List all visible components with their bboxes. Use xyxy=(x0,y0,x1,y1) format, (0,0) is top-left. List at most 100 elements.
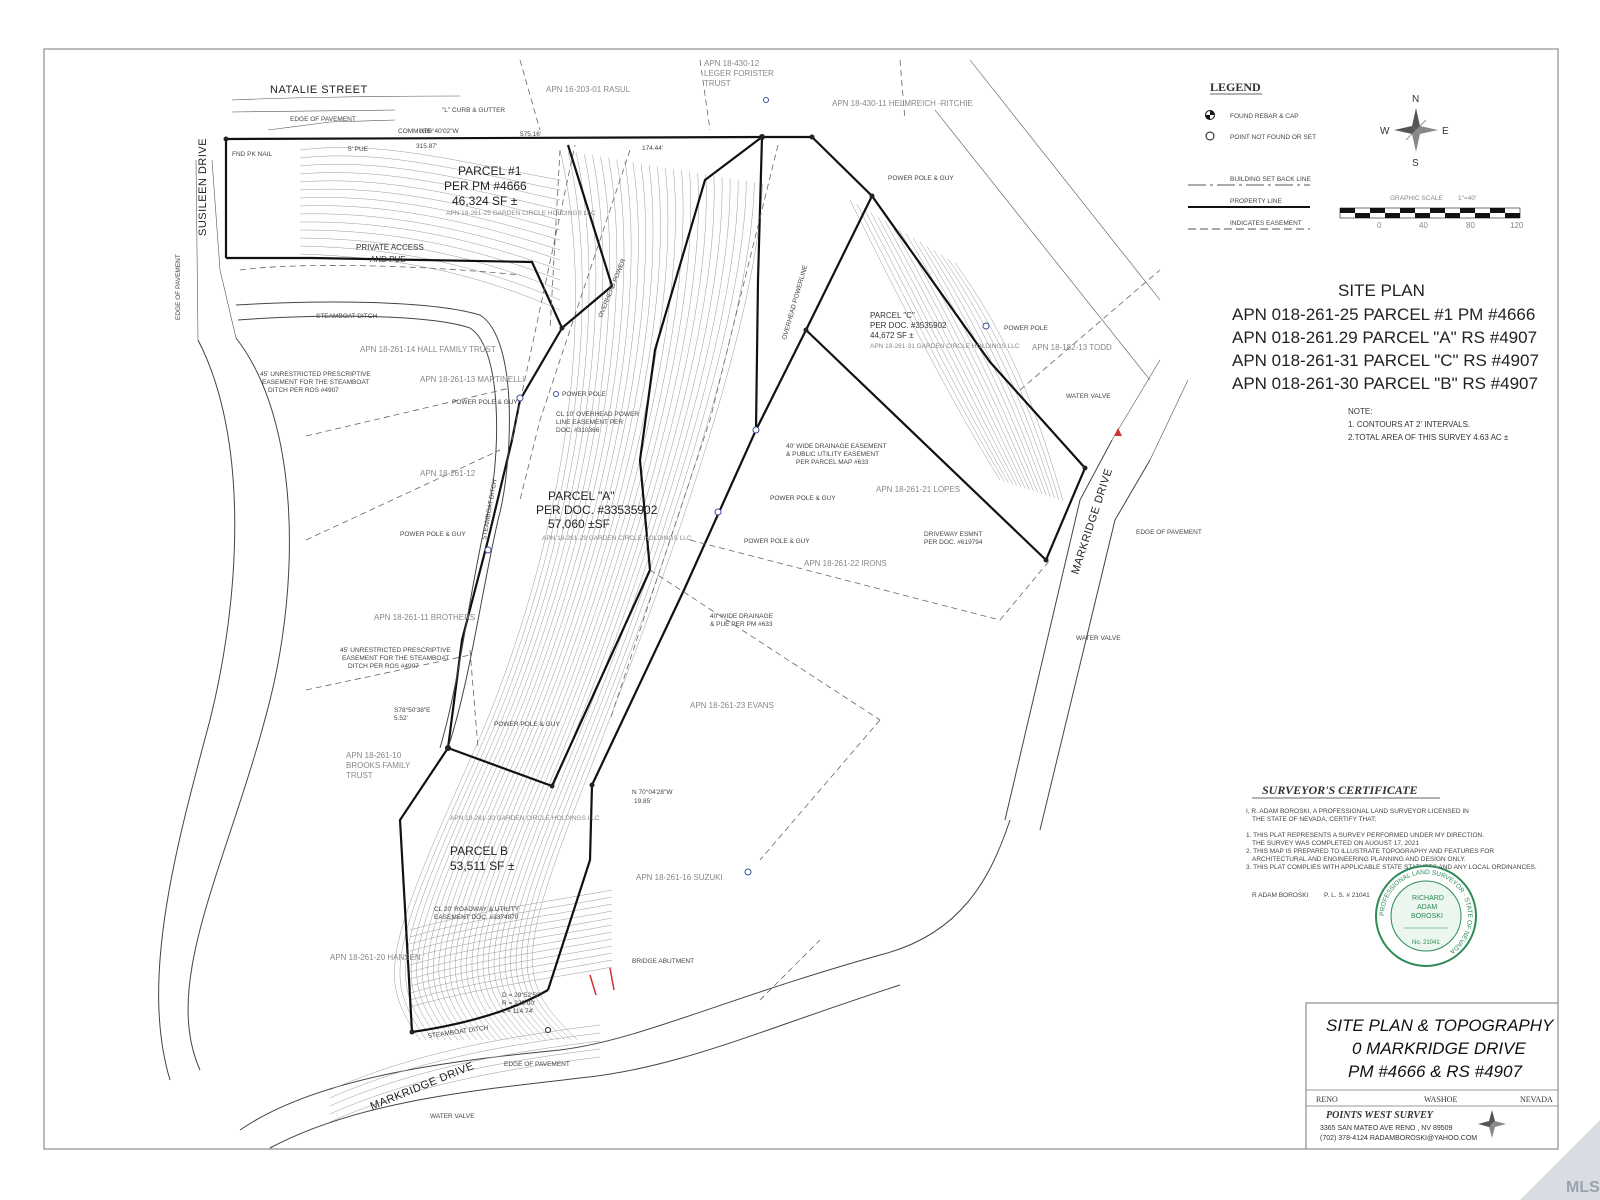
note-driveway-2: PER DOC. #619794 xyxy=(924,539,983,546)
roads xyxy=(158,59,1189,1149)
scale-title: GRAPHIC SCALE xyxy=(1390,195,1443,202)
parcel-a-name: PARCEL "A" xyxy=(548,489,615,503)
note-edge-bottom: EDGE OF PAVEMENT xyxy=(504,1061,570,1068)
site-plan-title: SITE PLAN APN 018-261-25 PARCEL #1 PM #4… xyxy=(1232,281,1539,442)
note-and-pue: AND PUE xyxy=(370,255,406,264)
scale-tick-40: 40 xyxy=(1419,221,1428,230)
parcel-b-name: PARCEL B xyxy=(450,844,508,858)
note-pole-guy-5: POWER POLE & GUY xyxy=(744,538,810,545)
note-pole-1: POWER POLE xyxy=(562,391,606,398)
title-address: 3365 SAN MATEO AVE RENO , NV 89509 xyxy=(1320,1125,1453,1132)
title-company: POINTS WEST SURVEY xyxy=(1326,1110,1434,1121)
note-drainage1-2: & PUBLIC UTILITY EASEMENT xyxy=(786,451,879,458)
note-overhead-3: DOC. #310366 xyxy=(556,427,600,434)
note-roadway-1: CL 20' ROADWAY & UTILITY xyxy=(434,906,520,913)
dim-top-bearing: N89°40'02"W xyxy=(420,127,460,135)
legend-easement-label: INDICATES EASEMENT xyxy=(1230,220,1302,227)
parcel-b-owner: APN 18-261-30 GARDEN CIRCLE HOLDINGS LLC xyxy=(450,815,600,822)
sheet-border xyxy=(43,48,1559,1150)
note-water-valve-1: WATER VALVE xyxy=(1066,393,1111,400)
note-overhead-2: LINE EASEMENT PER xyxy=(556,419,623,426)
neighbor-leger-3: TRUST xyxy=(704,79,731,88)
legend-title: LEGEND xyxy=(1210,80,1261,94)
note-item-1: 1. CONTOURS AT 2' INTERVALS. xyxy=(1348,420,1470,429)
certificate-signer: R ADAM BOROSKI xyxy=(1252,892,1309,899)
title-block: SITE PLAN & TOPOGRAPHY 0 MARKRIDGE DRIVE… xyxy=(1305,1002,1559,1150)
mls-watermark: MLS xyxy=(1520,1120,1600,1200)
note-bearing2-dist: 5.52' xyxy=(394,715,408,722)
neighbor-brooks-3: TRUST xyxy=(346,771,373,780)
parcel-c-name: PARCEL "C" xyxy=(870,311,915,320)
note-pole-2: POWER POLE xyxy=(1004,325,1048,332)
certificate-line-7: 3. THIS PLAT COMPLIES WITH APPLICABLE ST… xyxy=(1246,864,1537,871)
certificate-title: SURVEYOR'S CERTIFICATE xyxy=(1262,783,1418,797)
neighbor-leger-1: APN 18-430-12 xyxy=(704,59,760,68)
contours xyxy=(299,147,1064,1123)
note-easement1-1: 45' UNRESTRICTED PRESCRIPTIVE xyxy=(260,371,371,378)
parcel-c-owner: APN 18-261-31 GARDEN CIRCLE HOLDINGS LLC xyxy=(870,343,1020,350)
title-city: RENO xyxy=(1316,1095,1338,1104)
parcel-a-area: 57,060 ±SF xyxy=(548,517,610,531)
site-plan-heading: SITE PLAN xyxy=(1338,281,1425,300)
note-private-access: PRIVATE ACCESS xyxy=(356,243,424,252)
compass-n: N xyxy=(1412,94,1419,105)
note-pue: 5' PUE xyxy=(348,146,369,153)
note-easement1-2: EASEMENT FOR THE STEAMBOAT xyxy=(262,379,369,386)
note-drainage2-2: & PUE PER PM #633 xyxy=(710,621,773,628)
note-pole-guy-6: POWER POLE & GUY xyxy=(888,175,954,182)
survey-points xyxy=(223,97,1122,1035)
certificate-line-1: I, R. ADAM BOROSKI, A PROFESSIONAL LAND … xyxy=(1246,808,1469,815)
title-contact: (702) 378-4124 RADAMBOROSKI@YAHOO.COM xyxy=(1320,1135,1477,1142)
certificate-line-6: ARCHITECTURAL AND ENGINEERING PLANNING A… xyxy=(1252,856,1466,863)
note-water-valve-3: WATER VALVE xyxy=(430,1113,475,1120)
neighbor-todd: APN 18-182-13 TODD xyxy=(1032,343,1112,352)
parcel-a-owner: APN 18-261-29 GARDEN CIRCLE HOLDINGS LLC xyxy=(542,535,692,542)
note-curb: "L" CURB & GUTTER xyxy=(442,107,505,114)
neighbor-hall: APN 18-261-14 HALL FAMILY TRUST xyxy=(360,345,496,354)
note-bearing1-dist: 19.85' xyxy=(634,798,652,805)
note-water-valve-2: WATER VALVE xyxy=(1076,635,1121,642)
note-easement2-2: EASEMENT FOR THE STEAMBOAT xyxy=(342,655,449,662)
compass-e: E xyxy=(1442,126,1449,137)
note-driveway-1: DRIVEWAY ESMNT xyxy=(924,531,982,538)
certificate-line-3: 1. THIS PLAT REPRESENTS A SURVEY PERFORM… xyxy=(1246,832,1484,839)
parcel-c-ref: PER DOC. #3535902 xyxy=(870,321,947,330)
street-natalie: NATALIE STREET xyxy=(270,84,368,96)
certificate-pls: P. L. S. # 21041 xyxy=(1324,892,1370,899)
neighbor-irons: APN 18-261-22 IRONS xyxy=(804,559,887,568)
legend-setback-label: BUILDING SET BACK LINE xyxy=(1230,176,1311,183)
note-easement1-3: DITCH PER ROS #4907 xyxy=(268,387,339,394)
site-plan-line-2: APN 018-261.29 PARCEL "A" RS #4907 xyxy=(1232,328,1537,347)
legend-rebar-label: FOUND REBAR & CAP xyxy=(1230,113,1299,120)
neighbor-lopes: APN 18-261-21 LOPES xyxy=(876,485,960,494)
scale-tick-80: 80 xyxy=(1466,221,1475,230)
site-plan-line-3: APN 018-261-31 PARCEL "C" RS #4907 xyxy=(1232,351,1539,370)
note-easement2-1: 45' UNRESTRICTED PRESCRIPTIVE xyxy=(340,647,451,654)
neighbor-brothers: APN 18-261-11 BROTHERS xyxy=(374,613,475,622)
note-item-2: 2.TOTAL AREA OF THIS SURVEY 4.63 AC ± xyxy=(1348,433,1509,442)
parcel-b-area: 53,511 SF ± xyxy=(450,859,515,873)
certificate-line-4: THE SURVEY WAS COMPLETED ON AUGUST 17, 2… xyxy=(1252,840,1419,847)
dim-top-seg-1: 315.87' xyxy=(416,143,437,150)
neighbor-hansen: APN 18-261-20 HANSEN xyxy=(330,953,421,962)
note-drainage1-3: PER PARCEL MAP #633 xyxy=(796,459,869,466)
site-plan-line-1: APN 018-261-25 PARCEL #1 PM #4666 xyxy=(1232,305,1535,324)
surveyor-certificate: SURVEYOR'S CERTIFICATE I, R. ADAM BOROSK… xyxy=(1246,783,1537,899)
neighbor-brooks-2: BROOKS FAMILY xyxy=(346,761,411,770)
note-bearing2: S78°50'38"E xyxy=(394,706,431,714)
neighbor-helmreich: APN 18-430-11 HELMREICH -RITCHIE xyxy=(832,99,973,108)
note-easement2-3: DITCH PER ROS #4907 xyxy=(348,663,419,670)
neighbor-rasul: APN 16-203-01 RASUL xyxy=(546,85,631,94)
legend-point-icon xyxy=(1205,131,1215,141)
easement-lines xyxy=(239,59,1161,1001)
dim-top-seg-2: 174.44' xyxy=(642,145,663,152)
note-bridge: BRIDGE ABUTMENT xyxy=(632,958,694,965)
legend: LEGEND FOUND REBAR & CAP POINT NOT FOUND… xyxy=(1188,80,1316,230)
note-roadway-2: EASEMENT DOC. #3374870 xyxy=(434,914,519,921)
compass-w: W xyxy=(1380,126,1390,137)
title-county: WASHOE xyxy=(1424,1095,1457,1104)
note-ditch-1: STEAMBOAT DITCH xyxy=(316,313,377,320)
compass-rose-icon: N E S W xyxy=(1380,94,1449,169)
parcel-1-area: 46,324 SF ± xyxy=(452,194,518,208)
